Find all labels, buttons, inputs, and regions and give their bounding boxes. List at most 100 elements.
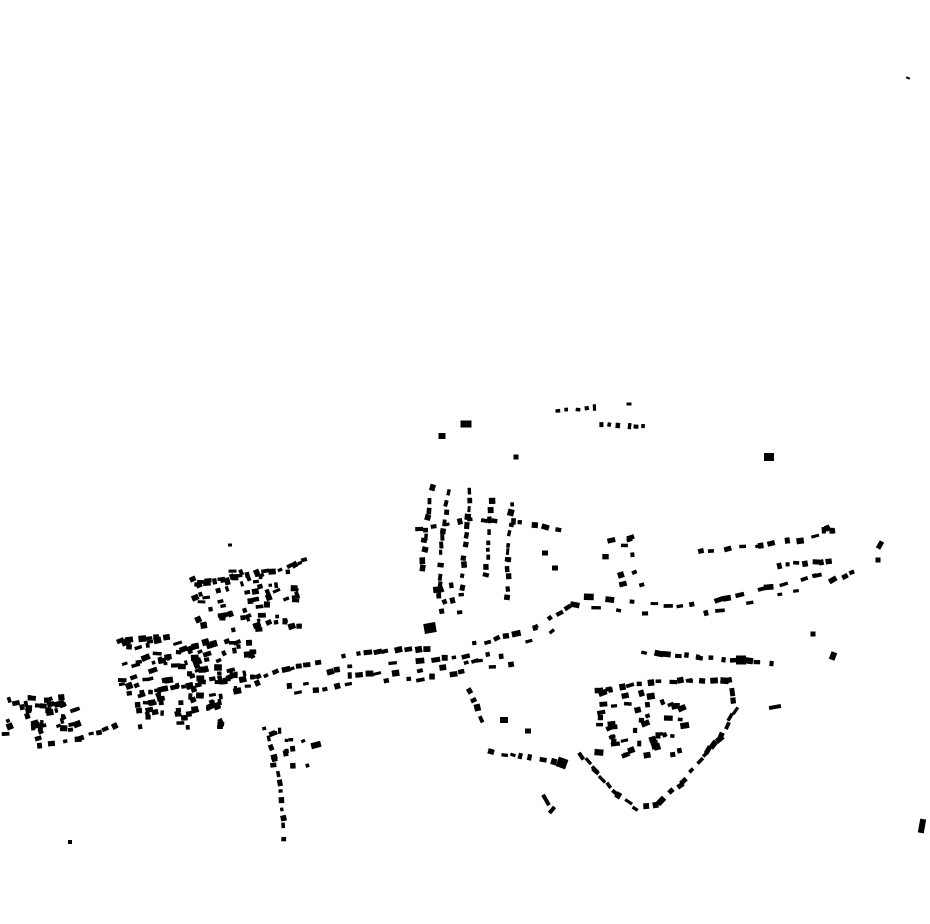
building [423,646,431,653]
building [371,671,382,677]
building [621,692,630,700]
building [624,798,633,806]
building [626,537,633,543]
building [631,569,638,576]
building [72,719,82,729]
building [211,700,215,706]
building [757,586,766,592]
building [505,548,510,556]
building [185,724,190,730]
building [506,529,512,537]
building [88,731,95,736]
building [710,677,719,684]
building [290,560,299,569]
building [373,648,383,656]
building [669,679,678,685]
building [25,707,32,714]
building [724,721,731,730]
building [517,752,524,760]
building [841,572,849,581]
building [540,523,550,531]
building [563,603,572,612]
building [605,725,613,732]
building [511,629,522,638]
building [683,652,690,658]
building [676,676,685,684]
building [333,666,341,673]
building [190,685,198,693]
building [597,688,608,697]
building [467,487,472,495]
building [202,580,211,587]
building [463,521,470,530]
building [76,734,85,742]
building [638,717,645,723]
building [779,581,789,588]
building [564,407,569,412]
building [5,718,11,724]
building [285,569,291,575]
building [233,686,238,693]
building [340,653,347,659]
building [643,751,651,759]
building [137,692,146,699]
building [423,622,437,634]
building [135,707,143,714]
building [197,591,204,597]
building [743,656,754,665]
building [416,668,424,674]
building [502,632,510,640]
building [607,720,616,727]
building [54,707,59,714]
building [546,614,553,622]
building [273,582,279,589]
building [500,717,508,723]
building [696,756,705,765]
building [129,673,138,681]
building [175,649,182,655]
building [281,822,286,829]
building [333,682,341,690]
building [505,542,511,548]
building [239,580,245,587]
building [482,572,490,578]
building [254,570,260,578]
building [208,606,214,612]
building [268,583,273,587]
building [439,541,444,549]
building [36,742,43,749]
building [55,723,62,729]
building [608,733,616,740]
building [438,608,445,615]
building [415,526,424,532]
building [498,653,504,660]
building [394,645,403,654]
building [439,528,447,535]
building [640,719,651,728]
building [203,657,210,663]
building [228,543,232,547]
building [1,731,10,736]
building [266,735,271,742]
building [356,650,361,656]
building [462,541,469,548]
building [618,580,628,588]
building [270,762,277,768]
building [314,659,322,666]
building [439,664,447,671]
building [432,586,442,594]
building [653,746,662,751]
building [214,664,222,671]
building [785,562,790,567]
building [875,557,881,563]
building [607,422,612,428]
building [615,608,622,613]
building [295,663,302,669]
building [217,598,224,604]
building [424,513,432,522]
building [134,701,141,708]
building [810,631,816,637]
building [542,550,548,556]
building [766,539,776,547]
